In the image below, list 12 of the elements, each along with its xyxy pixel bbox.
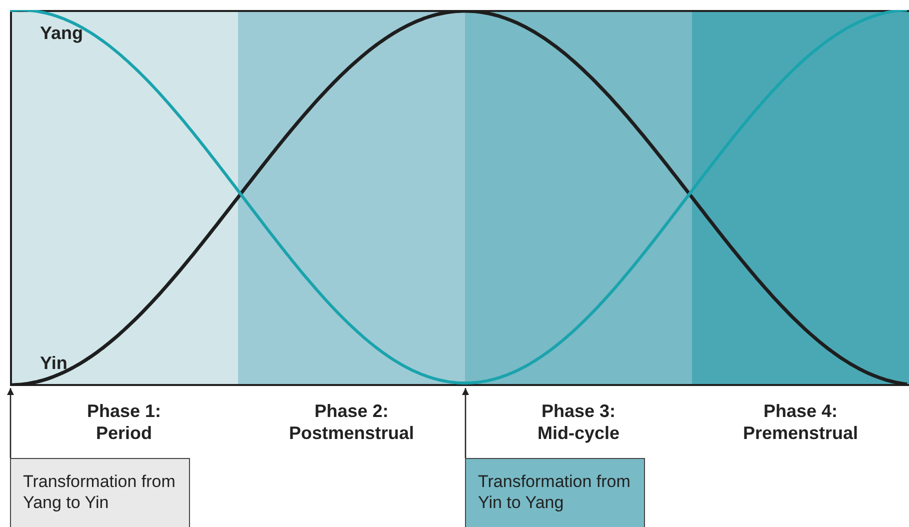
curve-label: Yin	[40, 352, 68, 374]
arrow	[462, 388, 469, 458]
phase-label: Phase 1: Period	[86, 400, 162, 444]
arrow	[7, 388, 14, 458]
transformation-box	[465, 458, 645, 527]
box-text: Transformation from Yang to Yin	[23, 471, 176, 513]
phase-label: Phase 4: Premenstrual	[742, 400, 860, 444]
transformation-box	[10, 458, 190, 527]
phase-label: Phase 2: Postmenstrual	[288, 400, 416, 444]
phase-label: Phase 3: Mid-cycle	[536, 400, 621, 444]
curve-label: Yang	[40, 22, 84, 44]
box-text: Transformation from Yin to Yang	[478, 471, 632, 513]
